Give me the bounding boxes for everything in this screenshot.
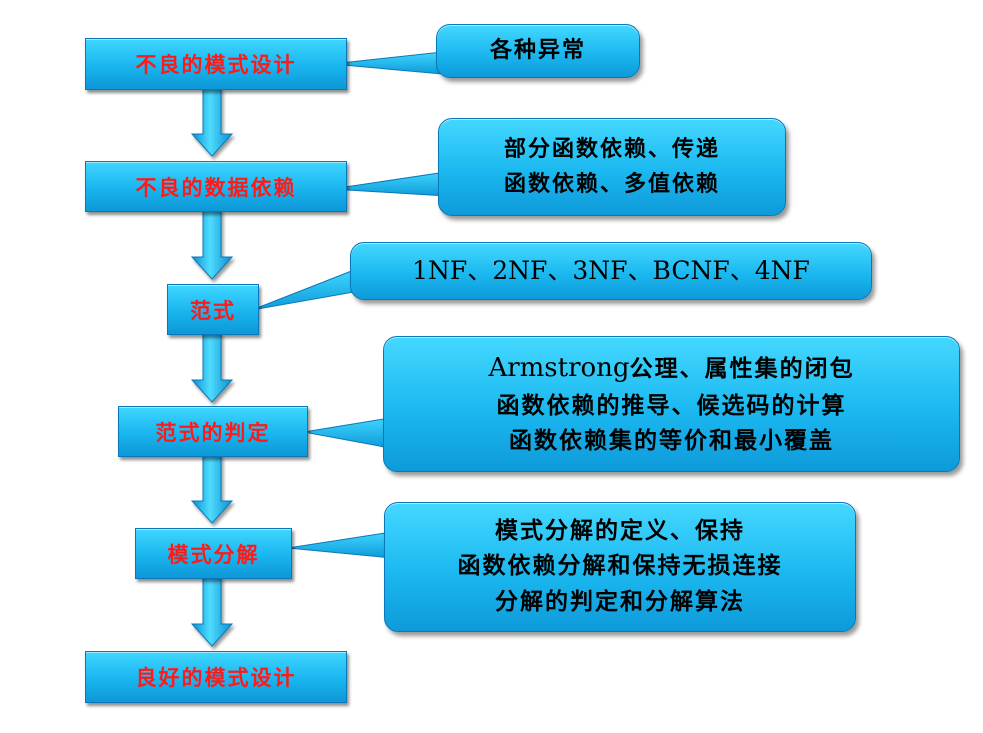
step-label: 模式分解 bbox=[167, 542, 260, 567]
step-box-normal-forms: 范式 bbox=[167, 284, 259, 335]
note-dependency-types: 部分函数依赖、传递 函数依赖、多值依赖 bbox=[438, 118, 786, 216]
note-line: 1NF、2NF、3NF、BCNF、4NF bbox=[412, 256, 810, 285]
step-label: 不良的数据依赖 bbox=[135, 175, 297, 200]
note-normal-form-list: 1NF、2NF、3NF、BCNF、4NF bbox=[350, 242, 872, 300]
note-rest-text: 公理、属性集的闭包 bbox=[629, 356, 855, 383]
callout-pointer-4 bbox=[303, 417, 391, 449]
down-arrow-5 bbox=[190, 576, 234, 647]
step-label: 不良的模式设计 bbox=[135, 53, 297, 77]
step-box-good-schema-design: 良好的模式设计 bbox=[85, 651, 347, 703]
down-arrow-4 bbox=[190, 454, 234, 524]
step-box-normal-form-check: 范式的判定 bbox=[118, 406, 308, 457]
note-line: 函数依赖集的等价和最小覆盖 bbox=[509, 428, 834, 455]
step-label: 良好的模式设计 bbox=[135, 666, 297, 690]
callout-pointer-3 bbox=[251, 269, 355, 311]
note-line: 函数依赖的推导、候选码的计算 bbox=[496, 392, 847, 419]
callout-pointer-2 bbox=[331, 171, 447, 197]
note-line: 部分函数依赖、传递 bbox=[503, 136, 720, 162]
step-box-bad-dependency: 不良的数据依赖 bbox=[85, 161, 347, 212]
note-decomposition: 模式分解的定义、保持 函数依赖分解和保持无损连接 分解的判定和分解算法 bbox=[384, 502, 856, 632]
note-armstrong: Armstrong公理、属性集的闭包 函数依赖的推导、候选码的计算 函数依赖集的… bbox=[383, 336, 960, 472]
down-arrow-1 bbox=[190, 87, 234, 157]
note-line: 函数依赖分解和保持无损连接 bbox=[457, 553, 783, 580]
note-line: Armstrong公理、属性集的闭包 bbox=[488, 348, 854, 388]
callout-pointers bbox=[251, 51, 447, 559]
note-line: 模式分解的定义、保持 bbox=[495, 517, 745, 544]
down-arrows bbox=[190, 87, 234, 647]
note-latin-word: Armstrong bbox=[488, 353, 630, 384]
callout-pointer-5 bbox=[287, 531, 393, 559]
down-arrow-3 bbox=[190, 332, 234, 403]
step-label: 范式的判定 bbox=[155, 420, 271, 445]
note-anomalies: 各种异常 bbox=[436, 24, 640, 78]
step-box-bad-schema-design: 不良的模式设计 bbox=[85, 38, 347, 90]
note-line: 各种异常 bbox=[489, 38, 586, 64]
note-line: 分解的判定和分解算法 bbox=[495, 588, 745, 615]
note-line: 函数依赖、多值依赖 bbox=[503, 172, 720, 197]
down-arrow-2 bbox=[190, 209, 234, 280]
step-label: 范式 bbox=[190, 298, 236, 323]
step-box-decomposition: 模式分解 bbox=[135, 528, 292, 579]
callout-pointer-1 bbox=[331, 51, 443, 75]
